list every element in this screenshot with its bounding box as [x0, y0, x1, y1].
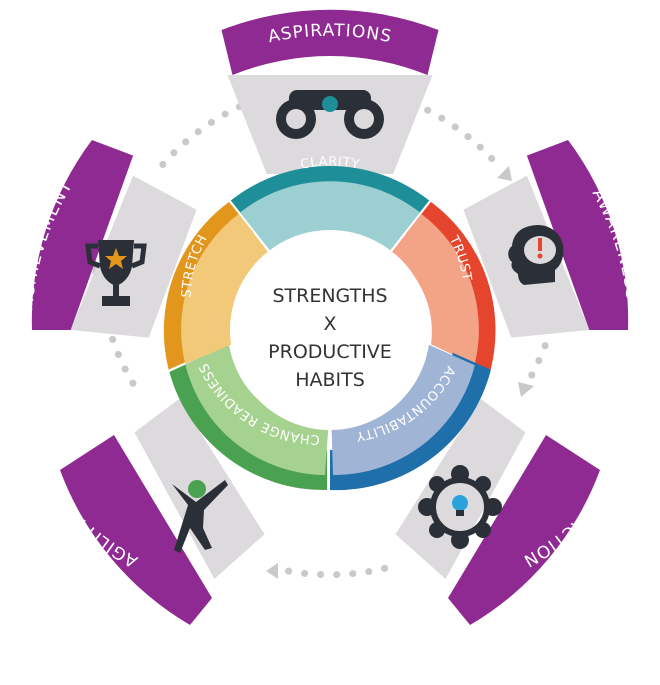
stage-panel	[395, 398, 526, 579]
center-line-3: PRODUCTIVE	[268, 341, 392, 363]
stage-band	[31, 140, 134, 330]
team-idea-icon	[418, 465, 502, 549]
stage-band	[448, 435, 600, 625]
brain-alert-icon	[508, 224, 564, 285]
arrowhead-to-awareness	[497, 166, 512, 181]
arrowhead-to-action	[518, 382, 534, 397]
running-person-icon	[172, 480, 228, 553]
dots-aspirations-awareness	[409, 99, 501, 168]
dots-action-agility	[271, 564, 389, 579]
ring-segment-accountability-inner	[331, 342, 475, 476]
arrowhead-to-agility	[266, 563, 278, 579]
ring-segment-trust-inner	[390, 213, 479, 365]
stage-band	[60, 435, 212, 625]
dots-awareness-action	[523, 279, 563, 387]
habits-ring	[163, 166, 496, 491]
stage-aspirations: ASPIRATIONS	[221, 9, 439, 174]
trophy-icon	[85, 240, 147, 306]
stage-band	[526, 140, 629, 330]
center-line-4: HABITS	[295, 369, 365, 391]
stage-panel	[227, 75, 433, 174]
dots-achievement-aspirations	[159, 99, 251, 168]
center-title: STRENGTHS X PRODUCTIVE HABITS	[268, 285, 392, 391]
ring-segment-change-inner	[185, 344, 329, 475]
binoculars-icon	[276, 90, 384, 139]
ring-label-clarity: CLARITY	[299, 154, 361, 172]
stage-awareness: AWARENESS	[463, 140, 641, 338]
center-line-2: X	[323, 313, 336, 335]
ring-segment-stretch-inner	[181, 213, 270, 364]
center-disc	[230, 230, 430, 430]
center-line-1: STRENGTHS	[272, 285, 387, 307]
stage-band	[221, 9, 439, 76]
ring-segment-clarity-inner	[240, 181, 420, 252]
